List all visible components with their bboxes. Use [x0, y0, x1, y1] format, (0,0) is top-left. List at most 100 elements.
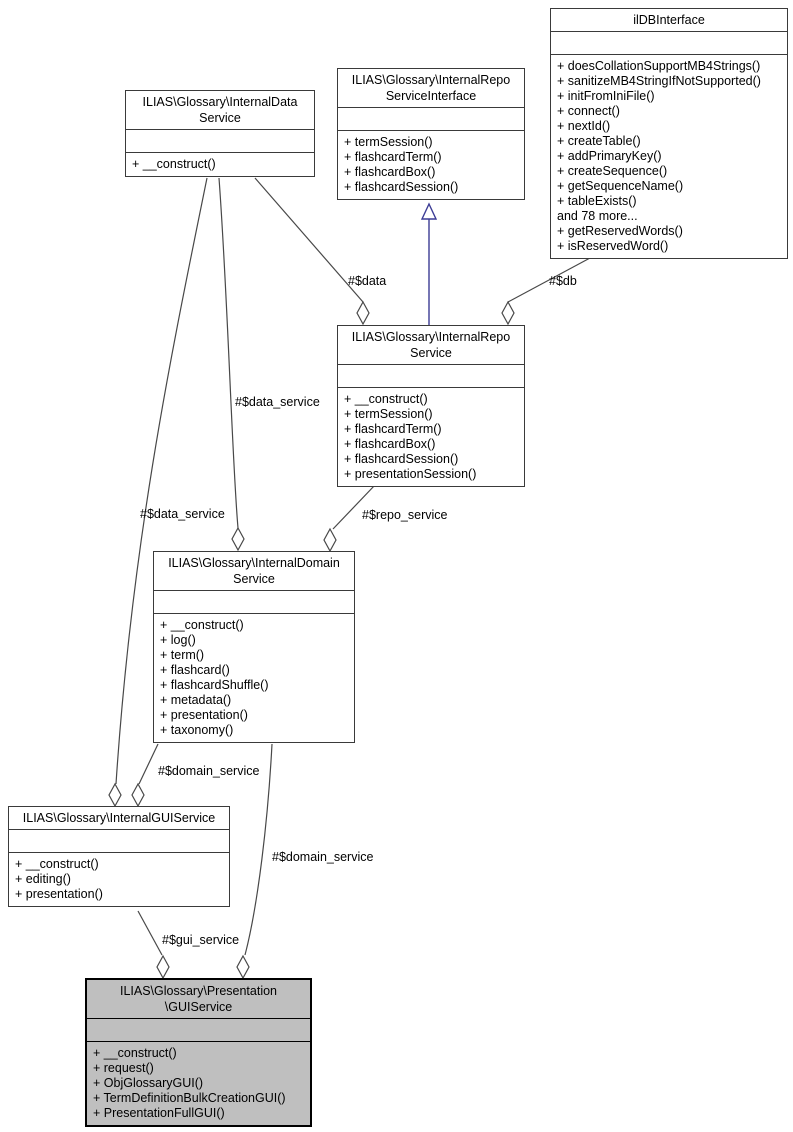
aggregation-diamond-icon	[501, 300, 515, 326]
method-row: + getSequenceName()	[557, 179, 684, 193]
edge-label-gui-service: #$gui_service	[162, 933, 240, 947]
method-row: + presentation()	[15, 887, 103, 901]
method-row: + addPrimaryKey()	[557, 149, 662, 163]
title-line: ILIAS\Glossary\InternalDomain	[168, 556, 340, 570]
method-row: + initFromIniFile()	[557, 89, 655, 103]
methods-compartment: + __construct()	[126, 153, 314, 176]
aggregation-diamond-icon	[108, 782, 122, 808]
class-internal-gui-service[interactable]: ILIAS\Glossary\InternalGUIService + __co…	[8, 806, 230, 907]
class-title: ILIAS\Glossary\Presentation \GUIService	[87, 980, 310, 1019]
method-row: + doesCollationSupportMB4Strings()	[557, 59, 761, 73]
method-row: + sanitizeMB4StringIfNotSupported()	[557, 74, 761, 88]
title-line: ILIAS\Glossary\Presentation	[119, 984, 278, 998]
methods-compartment: + __construct()+ log()+ term()+ flashcar…	[154, 614, 354, 742]
methods-compartment: + __construct()+ request()+ ObjGlossaryG…	[87, 1042, 310, 1125]
method-row: + flashcardSession()	[344, 180, 459, 194]
method-row: + flashcardBox()	[344, 437, 436, 451]
aggregation-diamond-icon	[323, 527, 337, 553]
attributes-compartment	[338, 108, 524, 131]
attributes-compartment	[154, 591, 354, 614]
method-row: + presentationSession()	[344, 467, 477, 481]
methods-compartment: + doesCollationSupportMB4Strings()+ sani…	[551, 55, 787, 258]
aggregation-diamond-icon	[156, 954, 170, 980]
title-line: ILIAS\Glossary\InternalRepo	[351, 73, 511, 87]
method-row: + __construct()	[160, 618, 244, 632]
attributes-compartment	[126, 130, 314, 153]
method-row: + __construct()	[93, 1046, 177, 1060]
method-row: + ObjGlossaryGUI()	[93, 1076, 204, 1090]
attributes-compartment	[551, 32, 787, 55]
method-row: + flashcard()	[160, 663, 230, 677]
method-row: + request()	[93, 1061, 154, 1075]
method-row: + PresentationFullGUI()	[93, 1106, 225, 1120]
attributes-compartment	[87, 1019, 310, 1042]
class-title: ILIAS\Glossary\InternalGUIService	[9, 807, 229, 830]
method-row: + flashcardBox()	[344, 165, 436, 179]
methods-compartment: + __construct()+ editing()+ presentation…	[9, 853, 229, 906]
class-presentation-gui-service[interactable]: ILIAS\Glossary\Presentation \GUIService +…	[85, 978, 312, 1127]
method-row: and 78 more...	[557, 209, 638, 223]
attributes-compartment	[9, 830, 229, 853]
method-row: + __construct()	[15, 857, 99, 871]
method-row: + termSession()	[344, 407, 433, 421]
method-row: + connect()	[557, 104, 620, 118]
method-row: + TermDefinitionBulkCreationGUI()	[93, 1091, 286, 1105]
edge-label-data-service-gui: #$data_service	[140, 507, 225, 521]
title-line: ILIAS\Glossary\InternalGUIService	[22, 811, 216, 825]
edge-label-db: #$db	[549, 274, 577, 288]
title-line: Service	[233, 572, 275, 586]
title-line: ServiceInterface	[385, 89, 477, 103]
methods-compartment: + termSession()+ flashcardTerm()+ flashc…	[338, 131, 524, 199]
method-row: + flashcardTerm()	[344, 150, 442, 164]
method-row: + metadata()	[160, 693, 232, 707]
title-line: ilDBInterface	[633, 13, 705, 27]
method-row: + flashcardTerm()	[344, 422, 442, 436]
attributes-compartment	[338, 365, 524, 388]
method-row: + presentation()	[160, 708, 248, 722]
edge-label-repo-service: #$repo_service	[362, 508, 448, 522]
aggregation-diamond-icon	[356, 300, 370, 326]
edge-label-data: #$data	[348, 274, 387, 288]
edge-data-service-domain	[218, 177, 239, 529]
title-line: Service	[410, 346, 452, 360]
method-row: + getReservedWords()	[557, 224, 683, 238]
edge-repo-service	[332, 484, 376, 530]
edge-label-domain-service-pres: #$domain_service	[272, 850, 374, 864]
method-row: + log()	[160, 633, 196, 647]
method-row: + term()	[160, 648, 205, 662]
method-row: + createSequence()	[557, 164, 668, 178]
aggregation-diamond-icon	[236, 954, 250, 980]
methods-compartment: + __construct()+ termSession()+ flashcar…	[338, 388, 524, 486]
edge-label-data-service-domain: #$data_service	[235, 395, 320, 409]
edge-gui-service	[137, 910, 163, 956]
title-line: ILIAS\Glossary\InternalRepo	[351, 330, 511, 344]
method-row: + flashcardShuffle()	[160, 678, 269, 692]
method-row: + isReservedWord()	[557, 239, 669, 253]
edge-label-domain-service-gui: #$domain_service	[158, 764, 260, 778]
method-row: + __construct()	[344, 392, 428, 406]
aggregation-diamond-icon	[131, 782, 145, 808]
inheritance-arrow-icon	[420, 202, 438, 220]
method-row: + createTable()	[557, 134, 641, 148]
title-line: Service	[199, 111, 241, 125]
class-ildb-interface[interactable]: ilDBInterface + doesCollationSupportMB4S…	[550, 8, 788, 259]
method-row: + nextId()	[557, 119, 611, 133]
edge-domain-service-gui	[138, 743, 159, 785]
method-row: + flashcardSession()	[344, 452, 459, 466]
aggregation-diamond-icon	[231, 526, 245, 552]
method-row: + __construct()	[132, 157, 216, 171]
method-row: + editing()	[15, 872, 71, 886]
method-row: + termSession()	[344, 135, 433, 149]
method-row: + taxonomy()	[160, 723, 234, 737]
title-line: \GUIService	[164, 1000, 233, 1014]
method-row: + tableExists()	[557, 194, 637, 208]
